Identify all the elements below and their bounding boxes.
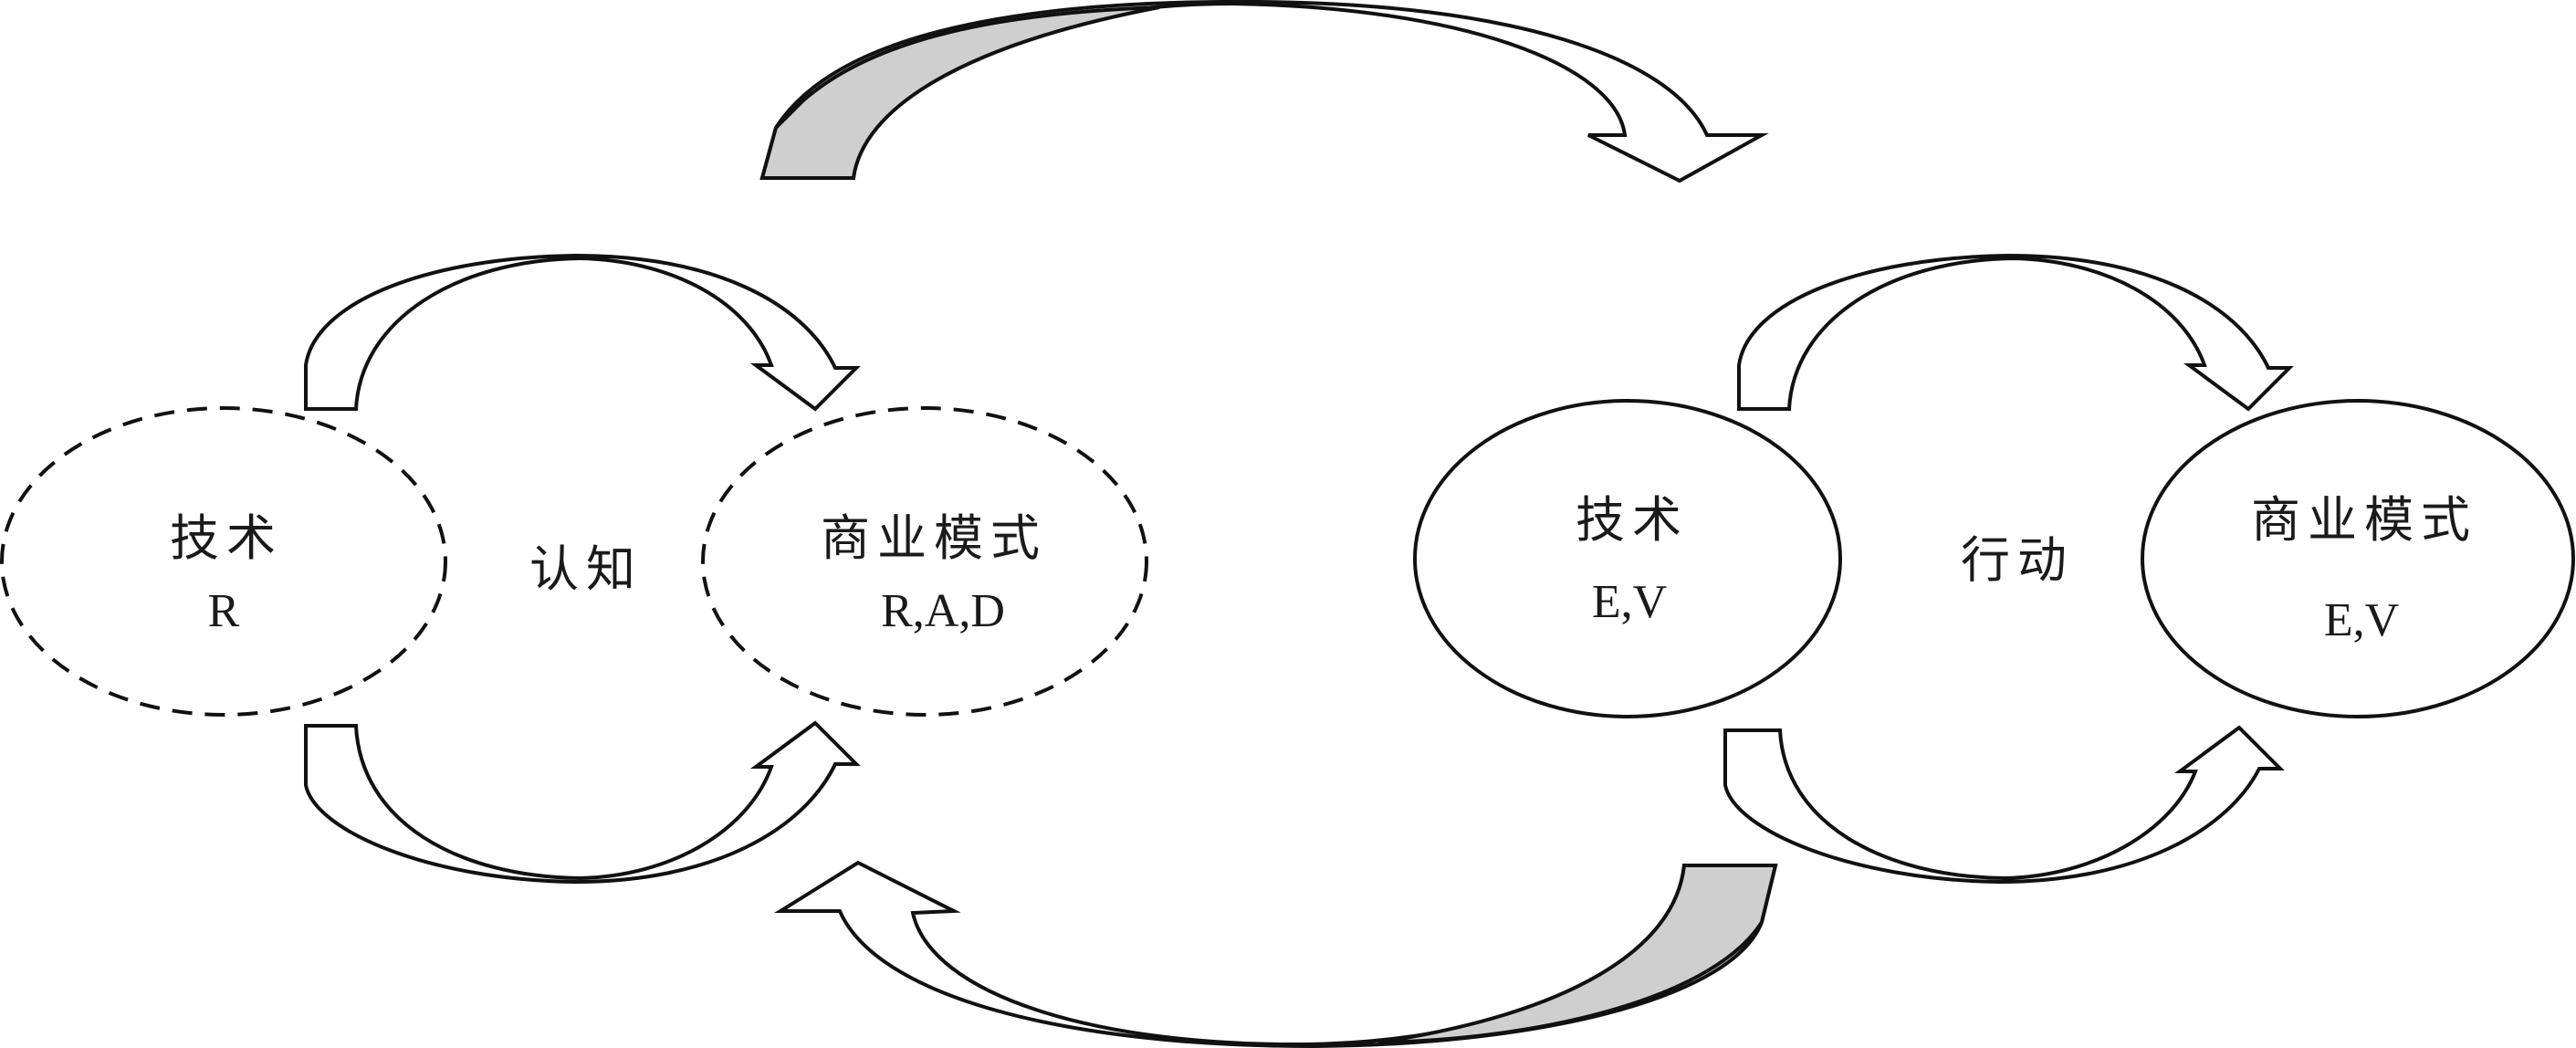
big-bottom-arrow-body [774,860,1778,1048]
left-model-title: 商业模式 [821,509,1047,567]
left-middle-label: 认知 [529,540,643,598]
big-top-arrow [759,0,1769,183]
right-middle-label: 行动 [1961,531,2074,589]
big-top-arrow-shade [759,5,1160,180]
right-model-ellipse [2141,399,2575,718]
right-model-title: 商业模式 [2251,491,2477,549]
left-model-sub: R,A,D [881,585,1005,637]
right-tech-ellipse [1413,399,1842,718]
left-tech-sub: R [208,585,240,637]
left-top-arrow [304,253,861,412]
right-tech-sub: E,V [1592,576,1667,628]
big-bottom-arrow [774,860,1778,1048]
right-tech-title: 技术 [1576,491,1689,549]
left-bottom-arrow [304,720,861,885]
left-model-ellipse [701,406,1148,717]
left-tech-title: 技术 [170,509,283,567]
right-model-sub: E,V [2324,594,2399,646]
right-bottom-arrow [1723,725,2285,885]
left-tech-ellipse [0,406,447,717]
right-top-arrow [1737,253,2294,412]
big-bottom-arrow-shade [1377,864,1778,1044]
